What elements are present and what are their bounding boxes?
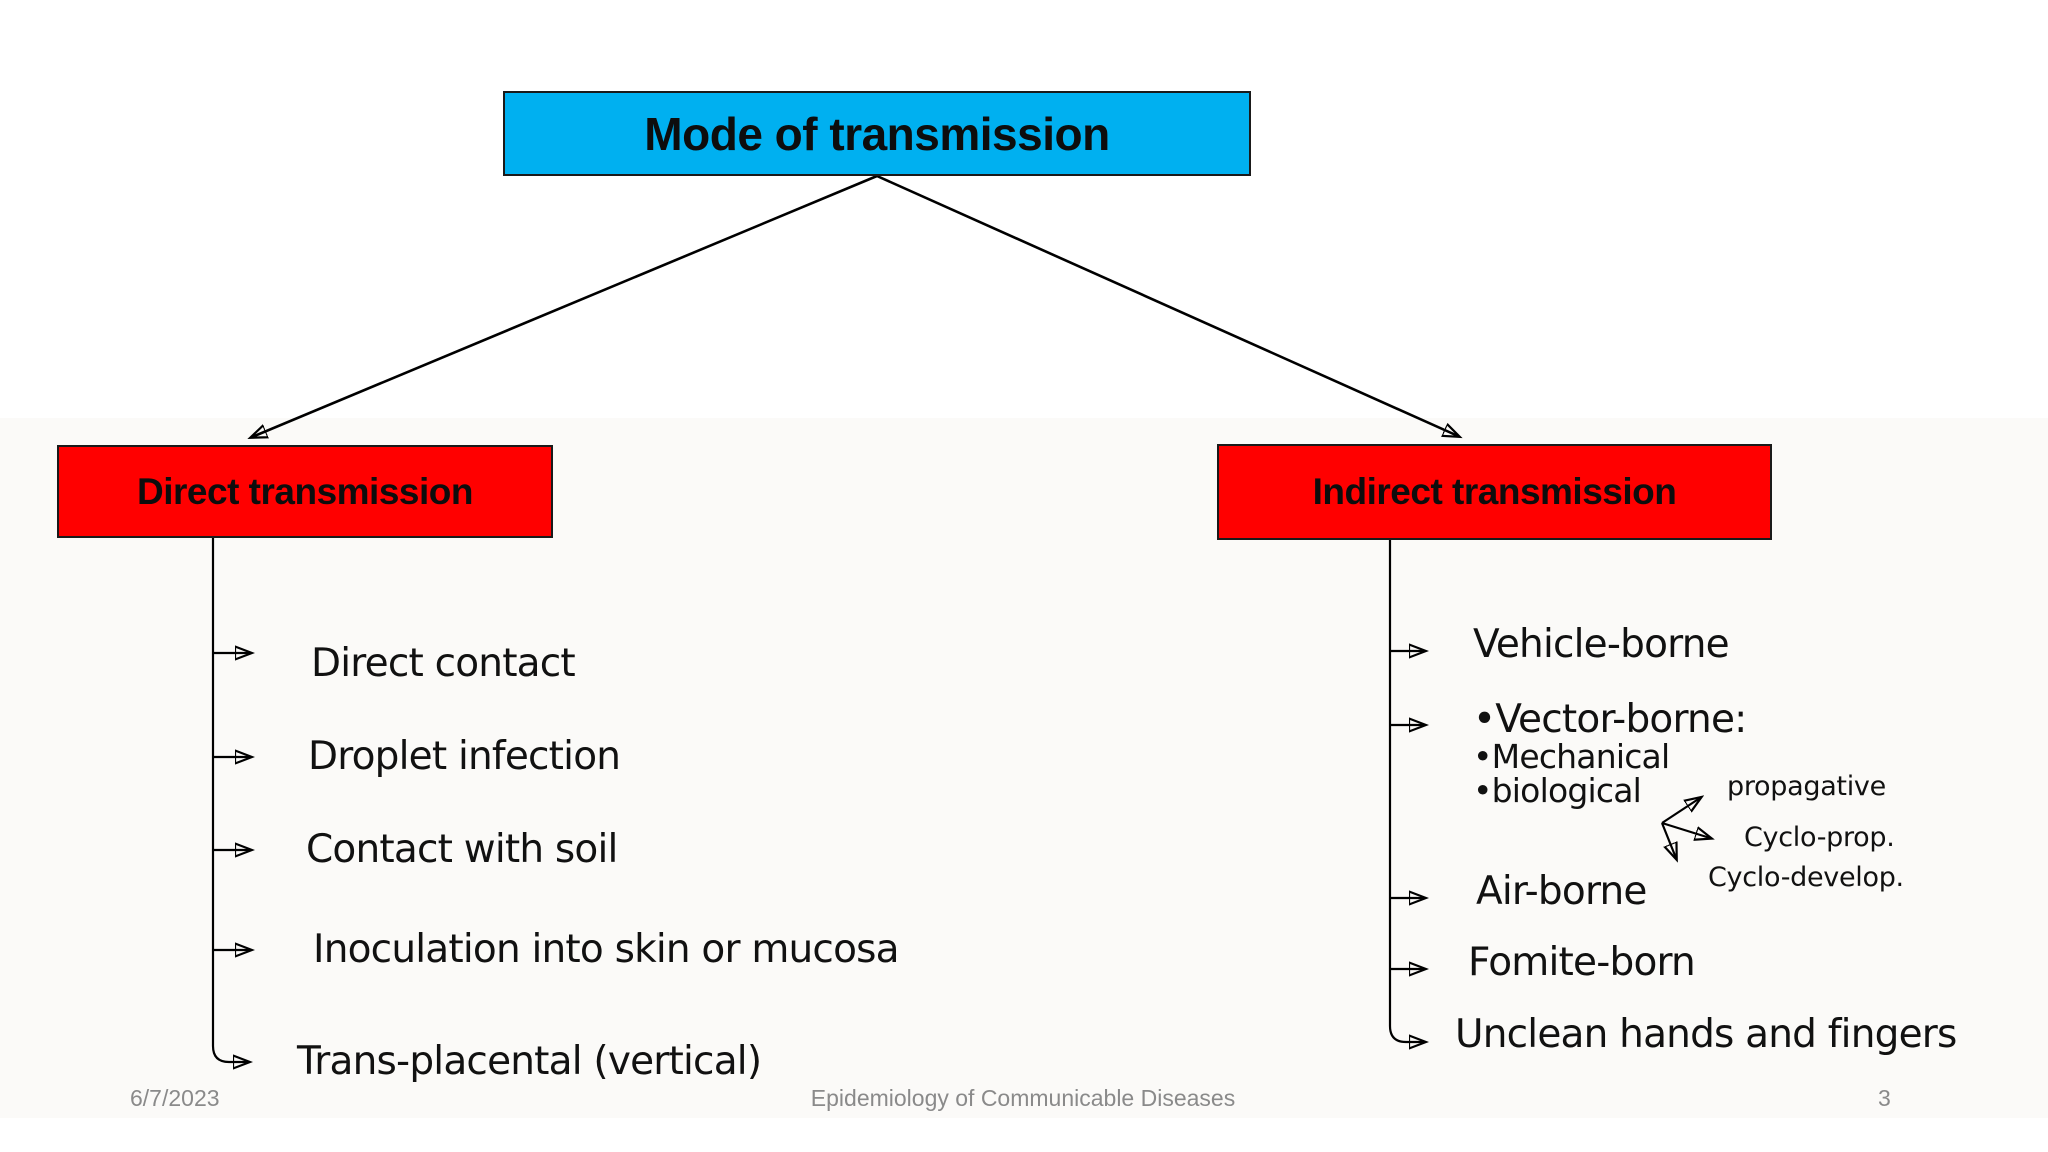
- direct-item-direct-contact: Direct contact: [311, 641, 576, 686]
- direct-transmission-label: Direct transmission: [137, 470, 473, 512]
- indirect-item-unclean-hands: Unclean hands and fingers: [1455, 1012, 1957, 1057]
- arrow-to-indirect-box: [876, 174, 1458, 436]
- fan-arrow-cyclo-develop: [1660, 822, 1676, 858]
- indirect-item-fomite-born: Fomite-born: [1468, 940, 1696, 985]
- fan-label-propagative: propagative: [1727, 771, 1886, 802]
- indirect-transmission-box: Indirect transmission: [1217, 444, 1772, 540]
- indirect-item-air-borne: Air-borne: [1476, 869, 1647, 914]
- indirect-item-vector-mechanical: •Mechanical: [1473, 737, 1670, 776]
- indirect-item-vector-borne: •Vector-borne:: [1473, 697, 1747, 742]
- indirect-item-vehicle-borne: Vehicle-borne: [1473, 622, 1730, 667]
- direct-trunk-line: [211, 538, 248, 1062]
- footer-page-number: 3: [1878, 1085, 1891, 1111]
- footer-title: Epidemiology of Communicable Diseases: [810, 1085, 1236, 1111]
- fan-label-cyclo-prop: Cyclo-prop.: [1744, 822, 1895, 853]
- direct-item-trans-placental: Trans-placental (vertical): [297, 1039, 762, 1084]
- direct-item-droplet-infection: Droplet infection: [308, 734, 621, 779]
- direct-item-contact-with-soil: Contact with soil: [306, 827, 618, 872]
- indirect-transmission-label: Indirect transmission: [1312, 471, 1677, 512]
- direct-transmission-box: Direct transmission: [57, 445, 553, 538]
- indirect-trunk-line: [1388, 540, 1424, 1042]
- fan-arrow-propagative: [1661, 798, 1700, 824]
- footer-date: 6/7/2023: [130, 1085, 220, 1111]
- arrow-to-direct-box: [252, 174, 878, 437]
- title-label: Mode of transmission: [644, 107, 1110, 160]
- fan-arrow-cyclo-prop: [1661, 821, 1710, 838]
- fan-label-cyclo-develop: Cyclo-develop.: [1708, 862, 1904, 893]
- direct-item-inoculation: Inoculation into skin or mucosa: [313, 927, 900, 972]
- title-box: Mode of transmission: [503, 91, 1251, 176]
- indirect-item-vector-biological: •biological: [1473, 771, 1642, 810]
